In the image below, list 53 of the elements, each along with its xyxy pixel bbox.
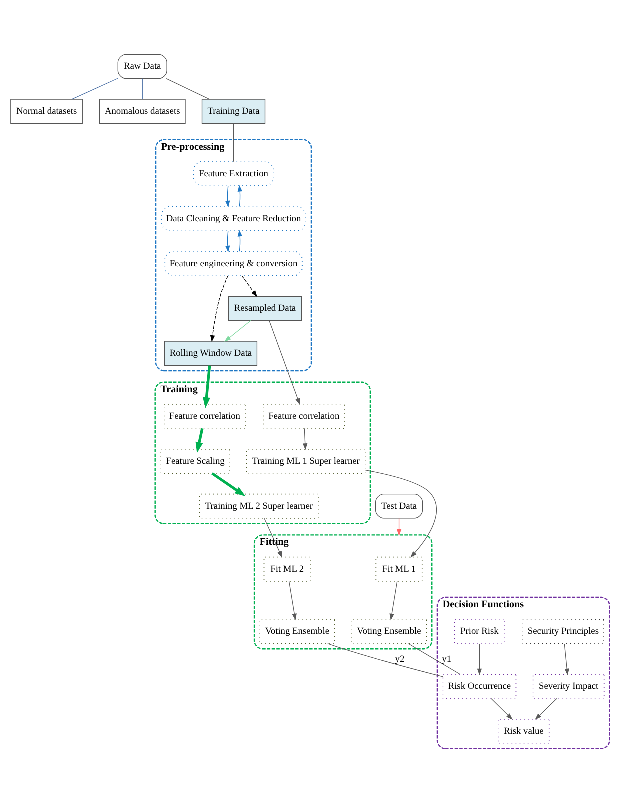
- connector: [328, 643, 444, 678]
- arrow: [224, 320, 252, 342]
- connector: [166, 78, 210, 100]
- node-box: Rolling Window Data: [164, 341, 258, 366]
- arrow: [226, 186, 230, 208]
- connector: [142, 78, 143, 100]
- connector: [233, 123, 234, 162]
- node-box: Security Principles: [522, 619, 604, 644]
- node-box: Feature Extraction: [193, 161, 274, 187]
- arrow: [196, 428, 204, 454]
- arrow: [238, 185, 242, 208]
- node-box: Training ML 1 Super learner: [246, 448, 366, 474]
- edge-label: y2: [395, 654, 405, 665]
- arrow: [288, 581, 297, 621]
- node-box: Test Data: [376, 494, 424, 519]
- node-box: Fit ML 2: [264, 556, 311, 582]
- node-box: Risk value: [498, 719, 550, 744]
- node-box: Anomalous datasets: [99, 99, 186, 124]
- arrow: [226, 230, 230, 253]
- node-box: Training Data: [202, 99, 266, 124]
- node-box: Severity Impact: [532, 674, 605, 700]
- node-box: Prior Risk: [454, 619, 505, 644]
- node-box: Training ML 2 Super learner: [199, 494, 319, 519]
- arrow: [238, 230, 242, 252]
- node-box: Voting Ensemble: [259, 619, 336, 644]
- node-box: Fit ML 1: [376, 556, 423, 582]
- node-box: Feature Scaling: [160, 448, 230, 474]
- node-box: Voting Ensemble: [351, 619, 428, 644]
- connector: [72, 78, 118, 100]
- arrow: [264, 518, 283, 558]
- node-box: Feature correlation: [263, 404, 346, 430]
- arrow: [390, 581, 398, 621]
- node-box: Feature engineering & conversion: [164, 251, 303, 276]
- arrow: [535, 698, 558, 720]
- arrow: [365, 470, 438, 558]
- node-box: Feature correlation: [164, 404, 246, 430]
- arrow: [396, 518, 402, 536]
- arrow: [202, 366, 212, 408]
- arrow: [490, 698, 513, 720]
- arrow: [477, 644, 482, 676]
- arrow: [242, 276, 258, 298]
- edge-label: y1: [442, 654, 452, 665]
- arrow: [212, 472, 246, 496]
- node-box: Normal datasets: [10, 99, 83, 124]
- arrow: [210, 276, 228, 342]
- node-box: Resampled Data: [228, 296, 302, 322]
- node-box: Data Cleaning & Feature Reduction: [161, 206, 306, 232]
- arrow: [302, 428, 308, 450]
- node-box: Risk Occurrence: [442, 674, 517, 700]
- arrow: [564, 644, 570, 676]
- arrow: [269, 320, 300, 406]
- node-box: Raw Data: [118, 54, 168, 80]
- connector: [408, 644, 461, 675]
